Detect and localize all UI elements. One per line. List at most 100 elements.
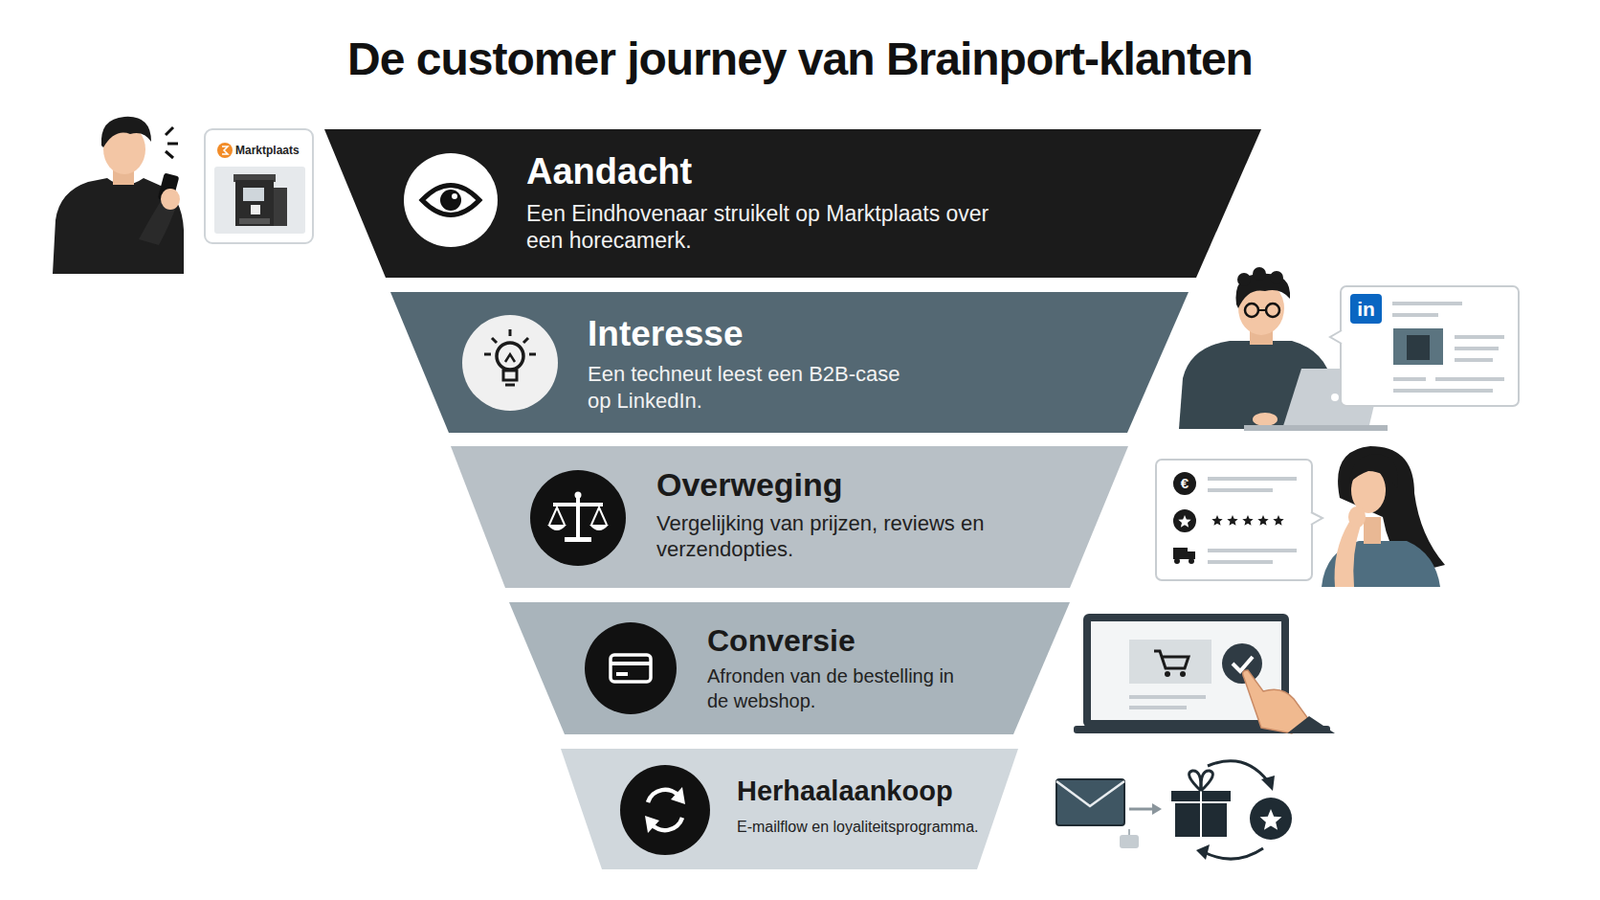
linkedin-card-part [1350,293,1382,324]
comparing-user-illustration [1321,445,1445,587]
checkout-laptop-illustration-part [1129,639,1212,684]
stage-text-group: AandachtEen Eindhovenaar struikelt op Ma… [526,150,1015,254]
comparison-card-part [1242,514,1253,526]
comparing-user-illustration-part [1363,516,1381,544]
stage-description: Een Eindhovenaar struikelt op Marktplaat… [526,200,1015,254]
marktplaats-card-part [273,187,288,226]
comparison-card-part [1311,511,1323,525]
laptop-user-illustration-part [1236,273,1291,309]
phone-user-illustration-part [160,188,180,210]
checkout-laptop-illustration-part [1129,694,1206,699]
linkedin-card-part [1406,334,1430,360]
linkedin-card-part [1454,346,1499,351]
stage-text-group: HerhaalaankoopE-mailflow en loyaliteitsp… [736,774,1044,837]
comparison-card-part [1173,471,1197,495]
marktplaats-card-part [235,179,274,226]
laptop-user-illustration-part [1237,272,1251,287]
phone-user-illustration-part [165,127,174,135]
laptop-user-illustration-part [1249,325,1273,345]
loyalty-illustration-part [1207,760,1268,781]
comparing-user-illustration-part [1321,540,1441,587]
stage-description: Afronden van de bestelling in de webshop… [707,663,961,713]
checkout-laptop-illustration-part [1083,613,1289,728]
stage-text-group: InteresseEen techneut leest een B2B-case… [587,312,928,415]
marktplaats-card-part [250,204,261,215]
comparison-card-part [1173,547,1188,559]
comparing-user-illustration-part [1334,521,1361,587]
stage-heading: Overweging [656,464,987,505]
loyalty-illustration-part [1175,800,1227,837]
checkout-laptop-illustration-part [1154,650,1189,668]
currency-symbol: € [1173,471,1197,495]
stage-description: Een techneut leest een B2B-case op Linke… [587,360,928,415]
laptop-user-illustration [1178,266,1388,431]
checkout-laptop-illustration-part [1222,643,1263,684]
checkout-laptop-illustration-part [1129,705,1187,710]
linkedin-card-part [1340,286,1519,406]
linkedin-card-part [1330,330,1342,344]
laptop-user-illustration-part [1178,340,1335,429]
comparison-card-part [1174,557,1180,564]
diagram-title: De customer journey van Brainport-klante… [0,30,1600,89]
linkedin-card-part [1392,301,1463,306]
marktplaats-card-part [204,129,313,244]
linkedin-card-part [1393,388,1493,393]
comparison-card-part [1207,476,1297,481]
loyalty-illustration-part [1200,770,1214,791]
marktplaats-card-part [243,187,265,201]
funnel-stage: AandachtEen Eindhovenaar struikelt op Ma… [324,129,1262,278]
comparison-card-part [1207,548,1297,553]
loyalty-illustration-part [1189,770,1202,791]
laptop-user-illustration-part [1238,281,1285,335]
phone-user-illustration-part [165,151,174,158]
comparison-card-part [1272,514,1284,526]
comparing-user-illustration-part [1337,445,1445,575]
linkedin-card-part [1392,312,1439,317]
loyalty-illustration-part [1249,797,1292,840]
phone-user-illustration-part [101,116,152,148]
stage-text-group: OverwegingVergelijking van prijzen, revi… [656,464,987,562]
linkedin-card [1330,286,1519,406]
comparison-card-part [1173,509,1197,533]
funnel-band-shape [560,748,1019,869]
laptop-user-illustration-part [1282,368,1383,429]
funnel-band [509,601,1070,734]
phone-user-illustration-part [138,195,178,245]
stage-heading: Interesse [587,312,928,356]
stage-description: E-mailflow en loyaliteitsprogramma. [736,817,1044,837]
loyalty-illustration-part [1171,790,1231,802]
linkedin-card-part [1435,377,1505,381]
phone-user-illustration [52,116,184,274]
stage-heading: Conversie [707,621,961,660]
loyalty-illustration-part [1171,800,1231,803]
checkout-laptop-illustration-part [1243,669,1310,734]
linkedin-card-part [1454,357,1493,362]
marktplaats-card [204,129,313,244]
loyalty-illustration-part [1152,802,1162,815]
checkout-laptop-illustration-part [1090,621,1282,720]
laptop-user-illustration-part [1258,309,1267,312]
loyalty-illustration-part [1200,790,1202,837]
laptop-user-illustration-part [1269,270,1284,285]
comparison-card-part [1257,514,1268,526]
funnel-band [324,129,1262,278]
stage-heading: Aandacht [526,150,1015,193]
laptop-user-illustration-part [1252,266,1267,281]
stage-heading: Herhaalaankoop [736,774,1044,807]
loyalty-illustration-part [1260,808,1283,830]
comparison-card-part [1177,514,1191,528]
checkout-laptop-illustration-part [1232,656,1253,671]
loyalty-illustration-part [1056,780,1125,806]
linkedin-card-part [1393,328,1444,365]
funnel-band [560,748,1019,869]
loyalty-illustration-part [1129,807,1155,811]
brand-label: Marktplaats [235,142,312,158]
checkout-laptop-illustration-part [1164,670,1171,677]
laptop-user-illustration-part [1244,303,1259,317]
comparison-card-part [1207,559,1273,564]
phone-user-illustration-part [103,124,146,175]
phone-user-illustration-part [157,172,180,202]
loyalty-illustration-part [1203,847,1264,859]
laptop-user-illustration-part [1252,412,1278,426]
